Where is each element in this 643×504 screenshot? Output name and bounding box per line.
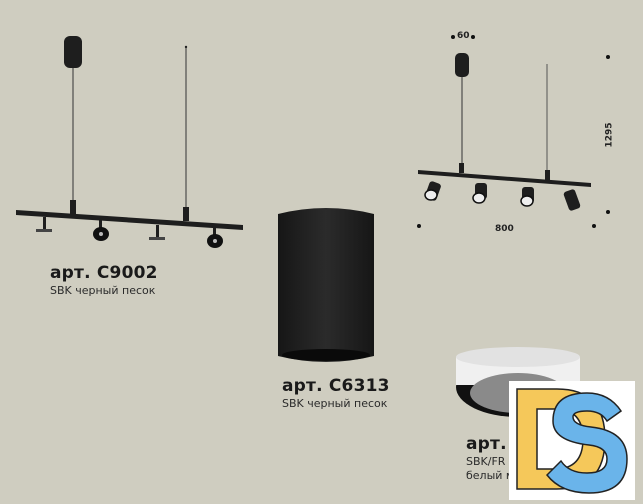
cylinder-fixture-image	[278, 208, 374, 362]
pendant-track-fixture-image	[16, 36, 243, 248]
product-2-article: арт. C6313	[282, 376, 390, 396]
product-3-description-line1: SBK/FR	[466, 455, 506, 468]
dimension-drawing-image	[418, 53, 591, 211]
ds-logo	[509, 381, 635, 500]
product-1-article: арт. C9002	[50, 263, 158, 283]
product-2-description: SBK черный песок	[282, 397, 388, 410]
height-dimension: 1295	[604, 122, 615, 148]
product-3-description-line2: белый м	[466, 469, 515, 482]
ds-logo-icon	[516, 388, 628, 494]
width-dimension: 800	[495, 224, 514, 234]
product-1-description: SBK черный песок	[50, 284, 156, 297]
canopy-dimension: 60	[457, 31, 470, 41]
